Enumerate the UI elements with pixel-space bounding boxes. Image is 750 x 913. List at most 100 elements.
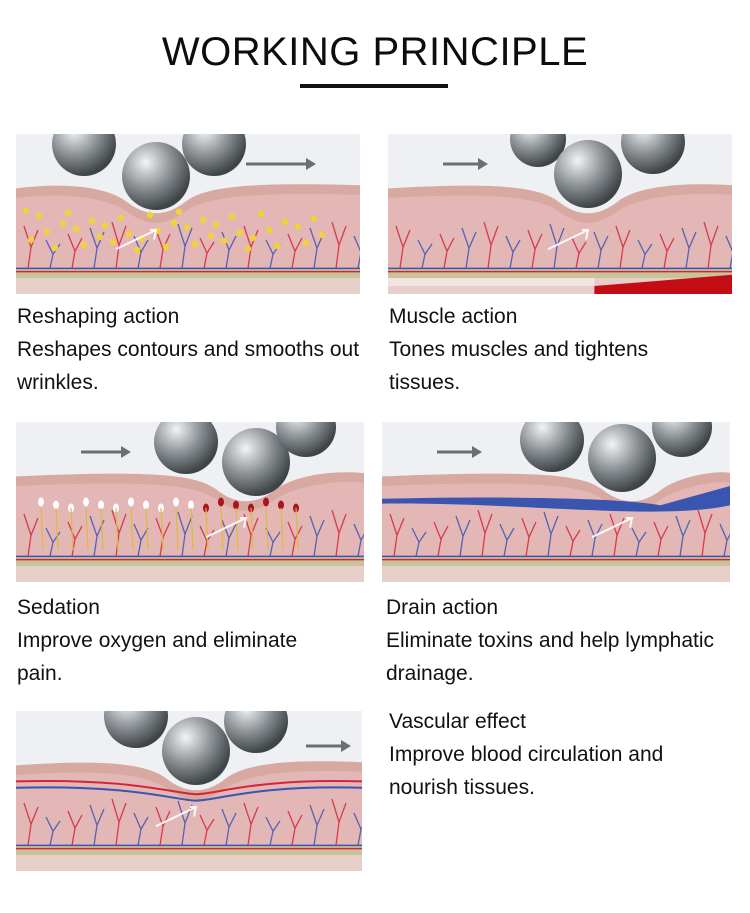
nerve-fiber <box>190 507 194 551</box>
capillary <box>265 527 281 557</box>
caption-heading: Vascular effect <box>389 710 526 733</box>
capillary <box>67 521 83 557</box>
capillary <box>221 519 237 557</box>
capillary <box>411 527 427 557</box>
nerve-fiber <box>160 507 164 551</box>
capillary <box>155 806 171 846</box>
roller-ball <box>224 711 288 753</box>
motion-arrow <box>115 229 158 251</box>
nerve-fiber <box>250 507 254 551</box>
capillary <box>521 517 537 557</box>
capillary <box>45 816 61 846</box>
capillary <box>571 237 587 269</box>
muscle-fiber <box>594 274 732 294</box>
caption-muscle: Muscle action Tones muscles and tightens… <box>389 300 689 399</box>
roller-ball <box>621 134 685 174</box>
capillary <box>659 233 675 269</box>
fat-cell <box>199 216 207 223</box>
direction-arrowhead <box>472 446 482 458</box>
fat-cell <box>273 242 281 249</box>
fat-cell <box>249 234 257 241</box>
nerve-fiber <box>235 507 239 551</box>
vessel-upper <box>16 786 362 802</box>
fat-cell <box>64 209 72 216</box>
nerve-fiber <box>85 507 89 551</box>
capillary <box>89 804 105 846</box>
capillary <box>637 239 653 269</box>
capillary <box>439 233 455 269</box>
page-title: WORKING PRINCIPLE <box>161 30 589 74</box>
capillary <box>23 802 39 846</box>
capillary <box>719 523 730 557</box>
fat-cell <box>43 228 51 235</box>
capillary <box>155 517 171 557</box>
subcutaneous-band <box>16 556 364 566</box>
fat-cell <box>257 210 265 217</box>
capillary <box>111 509 127 557</box>
fat-cell <box>236 229 244 236</box>
capillary <box>89 227 105 269</box>
fat-cell <box>220 237 228 244</box>
roller-ball <box>520 422 584 472</box>
caption-text: Reshapes contours and smooths out wrinkl… <box>17 338 360 394</box>
capillary <box>221 808 237 846</box>
motion-arrow <box>591 517 634 539</box>
capillary <box>243 802 259 846</box>
fat-cell <box>80 241 88 248</box>
fat-cell <box>117 214 125 221</box>
roller-ball <box>122 142 190 210</box>
capillary <box>287 233 303 269</box>
capillary <box>287 521 303 557</box>
capillary <box>331 509 347 557</box>
capillary <box>527 229 543 269</box>
illustration-reshaping <box>16 134 360 294</box>
subcutaneous-band <box>388 268 732 278</box>
deep-layer <box>16 855 362 871</box>
deep-layer <box>16 566 364 582</box>
capillary <box>45 527 61 557</box>
fat-cell <box>109 238 117 245</box>
nerve-ending <box>233 500 239 510</box>
capillary <box>615 225 631 269</box>
capillary <box>549 223 565 269</box>
capillary <box>331 798 347 846</box>
subcutaneous-band <box>16 268 360 278</box>
nerve-ending <box>263 497 269 507</box>
fat-cell <box>162 243 170 250</box>
caption-text: Improve blood circulation and nourish ti… <box>389 743 664 799</box>
nerve-ending <box>98 500 104 510</box>
fat-cell <box>133 246 141 253</box>
nerve-fiber <box>130 507 134 551</box>
roller-ball <box>162 717 230 785</box>
fat-cell <box>244 245 252 252</box>
fat-cell <box>146 211 154 218</box>
subcutaneous-band <box>16 845 362 855</box>
capillary <box>543 511 559 557</box>
capillary <box>177 511 193 557</box>
fat-cell <box>125 230 133 237</box>
skin-diagram <box>16 134 360 294</box>
capillary <box>461 227 477 269</box>
capillary <box>353 523 364 557</box>
capillary <box>67 810 83 846</box>
capillary <box>505 235 521 269</box>
roller-ball <box>554 140 622 208</box>
nerve-ending <box>278 500 284 510</box>
capillary <box>353 235 360 269</box>
caption-vascular: Vascular effect Improve blood circulatio… <box>389 705 699 804</box>
fat-cell <box>59 220 67 227</box>
lymph-vessel <box>382 486 730 512</box>
nerve-fiber <box>40 507 44 551</box>
fat-cell <box>35 212 43 219</box>
capillary <box>67 233 83 269</box>
nerve-ending <box>128 497 134 507</box>
caption-text: Tones muscles and tightens tissues. <box>389 338 649 394</box>
fat-cell <box>51 244 59 251</box>
capillary <box>309 515 325 557</box>
roller-ball <box>652 422 712 457</box>
capillary <box>133 235 149 269</box>
caption-heading: Sedation <box>17 596 100 619</box>
fat-cell <box>27 236 35 243</box>
title-underline <box>300 84 448 88</box>
capillary <box>309 804 325 846</box>
